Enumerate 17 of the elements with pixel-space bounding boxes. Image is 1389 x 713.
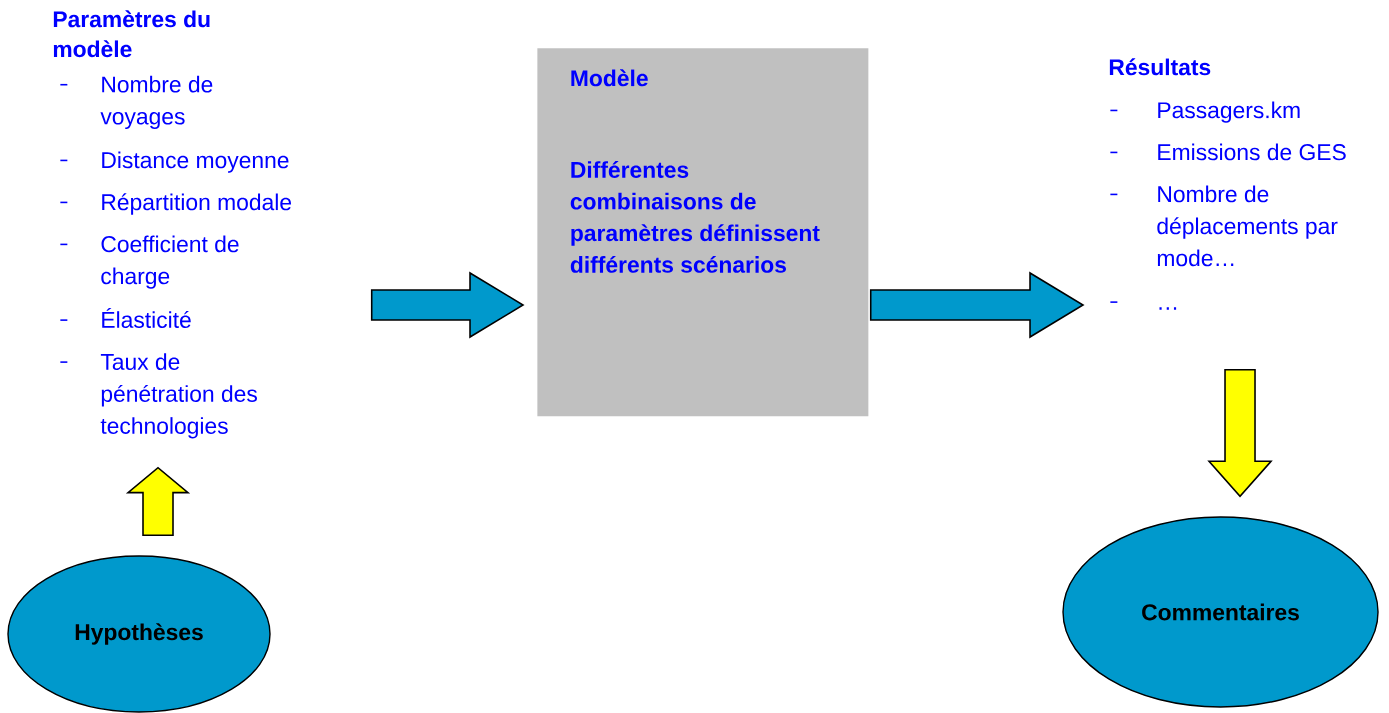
list-item: Distance moyenne xyxy=(102,151,289,173)
block-arrow xyxy=(370,271,525,339)
list-item: Nombre de déplacements par mode… xyxy=(1157,185,1338,267)
block-arrow xyxy=(125,466,191,537)
heading: Résultats xyxy=(1109,58,1211,76)
model-box: Modèle Différentes combinaisons de paramètres définissent différents scénarios xyxy=(537,48,869,417)
block-arrow xyxy=(1207,368,1273,498)
list-item: Élasticité xyxy=(102,307,191,328)
list-item: Coefficient de charge xyxy=(101,235,239,289)
list-item: Taux de pénétration des technologies xyxy=(100,353,257,439)
list-item: Emissions de GES xyxy=(1158,143,1346,161)
list-item: Passagers.km xyxy=(1158,101,1300,123)
block-arrow xyxy=(869,271,1085,339)
heading: Paramètres du modèle xyxy=(53,10,210,58)
list-item: Nombre de voyages xyxy=(100,75,213,130)
list-item: Répartition modale xyxy=(102,193,292,215)
list-item: … xyxy=(1159,307,1177,310)
